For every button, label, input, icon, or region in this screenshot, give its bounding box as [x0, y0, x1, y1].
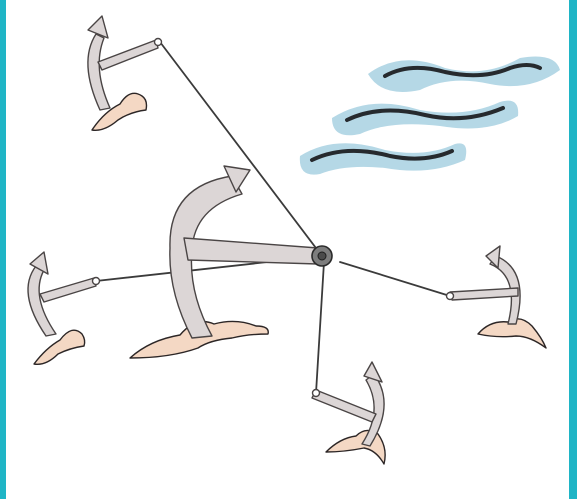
anchor-left-seabed	[34, 330, 85, 364]
anchor-left-shank	[40, 278, 96, 302]
anchor-right-shank	[450, 288, 518, 300]
mooring-lines	[96, 42, 450, 393]
perimeter-anchor-icon	[312, 362, 385, 464]
center-anchor-icon	[130, 166, 318, 358]
anchor-top-left-arrowhead	[88, 16, 108, 38]
perimeter-anchor-icon	[88, 16, 162, 130]
waves-icon	[300, 57, 560, 175]
anchor-top-left-curve	[88, 34, 110, 110]
wave-band-2	[332, 101, 518, 136]
mooring-line-right	[340, 262, 450, 296]
anchor-left-curve	[28, 266, 56, 336]
anchor-bottom-shank	[312, 390, 376, 422]
wave-band-3	[300, 143, 466, 174]
swivel-ring-icon	[312, 246, 332, 266]
perimeter-anchor-icon	[28, 252, 100, 364]
perimeter-anchor-icon	[447, 246, 547, 348]
mooring-line-bottom	[316, 262, 324, 393]
center-anchor-shank	[184, 238, 318, 264]
anchor-top-left-shank	[98, 40, 158, 70]
